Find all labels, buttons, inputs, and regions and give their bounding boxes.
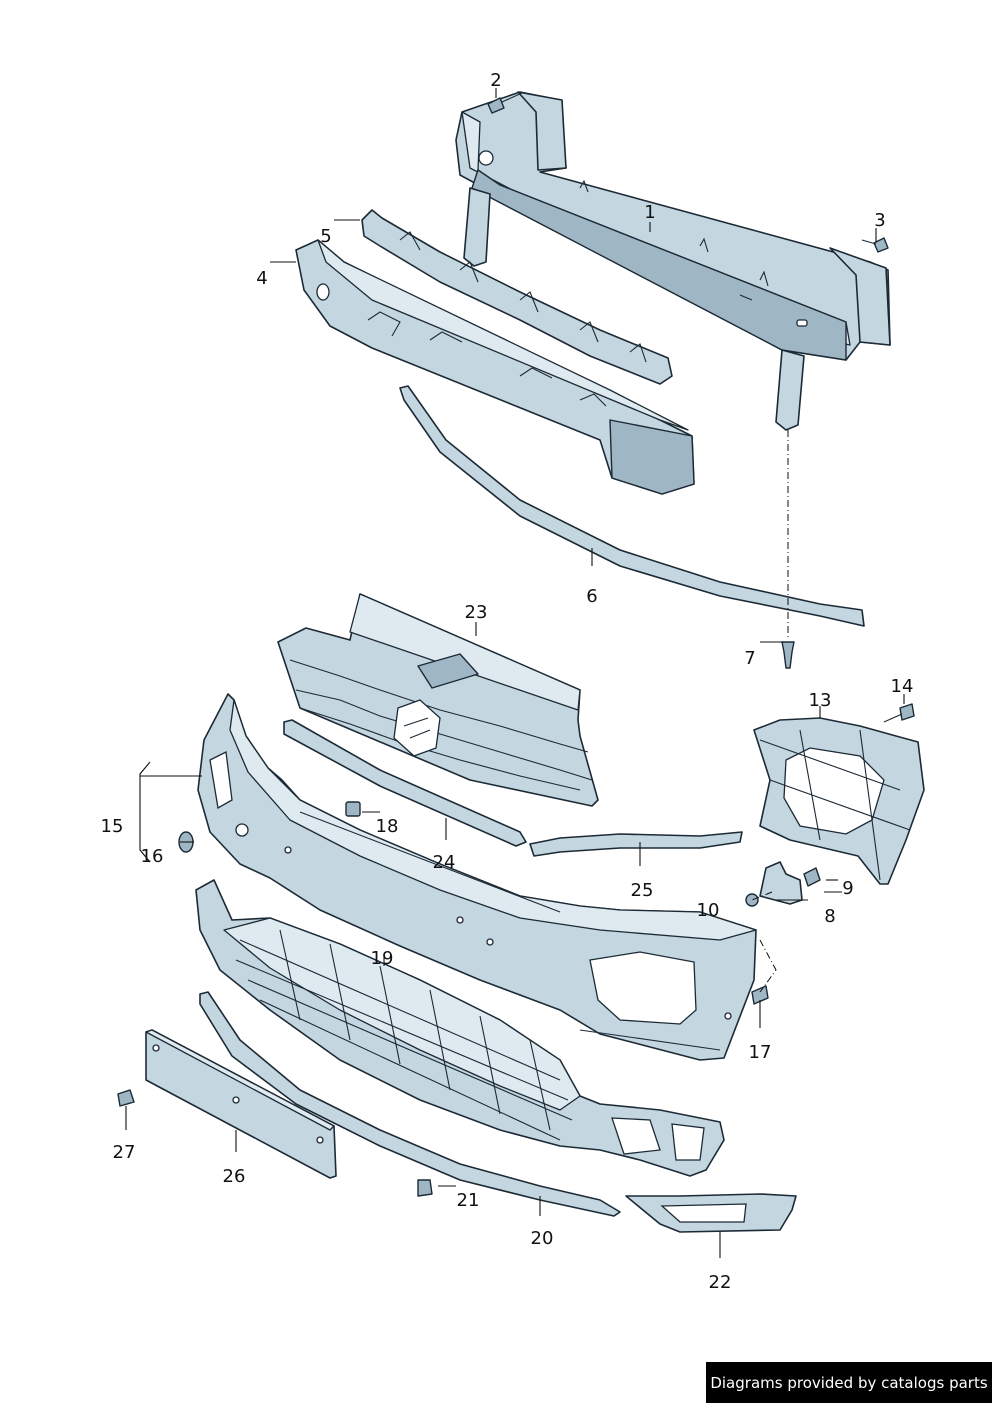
label-9: 9 xyxy=(842,878,853,899)
part-1-bumper-beam[interactable] xyxy=(455,91,891,431)
part-13-fog-lamp-bracket[interactable] xyxy=(753,717,925,885)
part-7-clip[interactable] xyxy=(781,641,795,669)
part-20-lower-trim[interactable] xyxy=(199,991,621,1217)
label-10: 10 xyxy=(697,900,720,921)
part-labels: 2 1 3 5 4 6 7 23 13 14 15 16 18 24 25 9 … xyxy=(101,70,914,1293)
part-26-license-plate-holder[interactable] xyxy=(145,1029,337,1179)
part-4-energy-absorber[interactable] xyxy=(295,239,695,495)
credit-text: Diagrams provided by catalogs parts xyxy=(710,1373,988,1392)
label-26: 26 xyxy=(223,1166,246,1187)
part-9-clip[interactable] xyxy=(803,867,821,887)
part-3-bolt[interactable] xyxy=(861,237,889,253)
label-20: 20 xyxy=(531,1228,554,1249)
label-7: 7 xyxy=(744,648,755,669)
part-14-bolt[interactable] xyxy=(883,703,915,723)
credit-banner: Diagrams provided by catalogs parts xyxy=(706,1362,992,1403)
part-23-radiator-grille[interactable] xyxy=(277,593,599,807)
label-19: 19 xyxy=(371,948,394,969)
label-24: 24 xyxy=(433,852,456,873)
part-5-guide-strip[interactable] xyxy=(361,209,673,385)
label-18: 18 xyxy=(376,816,399,837)
label-25: 25 xyxy=(631,880,654,901)
part-22-fog-lamp-trim[interactable] xyxy=(625,1193,797,1233)
part-2-bolt[interactable] xyxy=(487,92,523,114)
part-19-lower-grille[interactable] xyxy=(195,879,725,1177)
label-8: 8 xyxy=(824,906,835,927)
leader-lines xyxy=(125,88,905,1258)
label-23: 23 xyxy=(465,602,488,623)
part-21-screw[interactable] xyxy=(417,1179,433,1197)
part-17-screw[interactable] xyxy=(751,985,769,1005)
part-10-nut[interactable] xyxy=(745,893,759,907)
label-3: 3 xyxy=(874,210,885,231)
label-21: 21 xyxy=(457,1190,480,1211)
part-25-trim-strip[interactable] xyxy=(529,831,743,857)
label-22: 22 xyxy=(709,1272,732,1293)
label-1: 1 xyxy=(644,202,655,223)
label-6: 6 xyxy=(586,586,597,607)
label-17: 17 xyxy=(749,1042,772,1063)
label-4: 4 xyxy=(256,268,267,289)
label-13: 13 xyxy=(809,690,832,711)
label-5: 5 xyxy=(320,226,331,247)
label-2: 2 xyxy=(490,70,501,91)
part-24-grille-trim-strip[interactable] xyxy=(283,719,527,847)
label-16: 16 xyxy=(141,846,164,867)
part-27-clip[interactable] xyxy=(117,1089,135,1107)
part-15-bumper-cover[interactable] xyxy=(197,693,757,1061)
part-8-bracket[interactable] xyxy=(759,861,803,905)
label-14: 14 xyxy=(891,676,914,697)
part-6-trim-strip[interactable] xyxy=(399,385,865,627)
label-27: 27 xyxy=(113,1142,136,1163)
part-18-clip[interactable] xyxy=(345,801,361,817)
label-15: 15 xyxy=(101,816,124,837)
